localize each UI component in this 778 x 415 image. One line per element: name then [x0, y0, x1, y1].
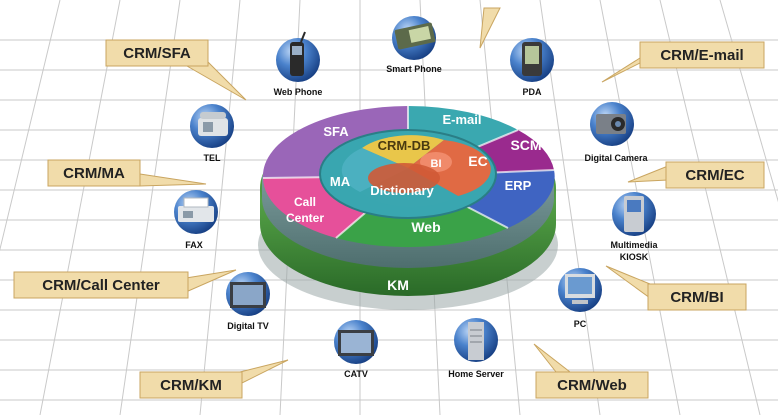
callout-crm-ec: CRM/EC: [627, 161, 765, 189]
svg-text:CRM/Call Center: CRM/Call Center: [42, 277, 160, 294]
callouts: CRM/SFA CRM/E-mail CRM/MA CRM/EC CRM/Cal…: [13, 7, 765, 399]
callout-crm-callcenter: CRM/Call Center: [13, 269, 237, 299]
tv-icon: [230, 282, 266, 308]
svg-text:CRM/EC: CRM/EC: [685, 167, 744, 184]
label-scm: SCM: [510, 137, 541, 153]
devices: Smart Phone Web Phone PDA: [174, 16, 658, 379]
callout-crm-email: CRM/E-mail: [601, 41, 765, 83]
svg-text:Digital TV: Digital TV: [227, 321, 269, 331]
label-ma: MA: [330, 174, 351, 189]
callout-crm-km: CRM/KM: [139, 359, 289, 399]
pc-icon: [565, 274, 595, 304]
label-sfa: SFA: [323, 124, 349, 139]
callout-crm-bi: CRM/BI: [605, 265, 747, 311]
svg-text:Web Phone: Web Phone: [274, 87, 323, 97]
server-icon: [468, 322, 484, 360]
label-center: Center: [286, 211, 324, 225]
svg-text:Digital Camera: Digital Camera: [584, 153, 648, 163]
device-pc: PC: [558, 268, 602, 329]
svg-text:CATV: CATV: [344, 369, 368, 379]
svg-text:CRM/Web: CRM/Web: [557, 377, 627, 394]
crm-wheel: [258, 106, 558, 310]
label-ec: EC: [468, 153, 487, 169]
svg-text:CRM/BI: CRM/BI: [670, 289, 723, 306]
device-digital-tv: Digital TV: [226, 272, 270, 331]
label-web: Web: [411, 219, 440, 235]
label-erp: ERP: [505, 178, 532, 193]
callout-crm-sfa: CRM/SFA: [105, 39, 247, 101]
svg-text:KIOSK: KIOSK: [620, 252, 649, 262]
device-smart-phone: Smart Phone: [386, 16, 442, 74]
callout-pointer-top: [479, 7, 501, 49]
svg-text:PDA: PDA: [522, 87, 542, 97]
device-catv: CATV: [334, 320, 378, 379]
svg-text:CRM/KM: CRM/KM: [160, 377, 222, 394]
label-dictionary: Dictionary: [370, 183, 434, 198]
svg-text:Multimedia: Multimedia: [610, 240, 658, 250]
svg-text:Smart Phone: Smart Phone: [386, 64, 442, 74]
label-crm-db: CRM-DB: [378, 138, 431, 153]
fax-icon: [178, 197, 214, 222]
svg-text:CRM/E-mail: CRM/E-mail: [660, 47, 743, 64]
pda-icon: [522, 42, 542, 76]
device-web-phone: Web Phone: [274, 31, 323, 97]
kiosk-icon: [624, 196, 644, 232]
wheel-labels: E-mail SCM ERP Web Call Center SFA CRM-D…: [286, 112, 542, 293]
label-call: Call: [294, 195, 316, 209]
catv-icon: [338, 330, 374, 356]
svg-text:Home Server: Home Server: [448, 369, 504, 379]
svg-text:CRM/SFA: CRM/SFA: [123, 45, 191, 62]
device-multimedia-kiosk: Multimedia KIOSK: [610, 192, 658, 262]
callout-crm-web: CRM/Web: [533, 343, 649, 399]
device-digital-camera: Digital Camera: [584, 102, 649, 163]
svg-text:FAX: FAX: [185, 240, 203, 250]
label-km: KM: [387, 277, 409, 293]
label-bi: BI: [431, 158, 442, 170]
dictionary-hub: [368, 163, 440, 193]
smart-phone-icon: [394, 22, 436, 50]
camera-icon: [596, 114, 626, 134]
device-fax: FAX: [174, 190, 218, 250]
svg-text:PC: PC: [574, 319, 587, 329]
callout-crm-ma: CRM/MA: [47, 159, 207, 187]
web-phone-icon: [290, 31, 306, 76]
device-home-server: Home Server: [448, 318, 504, 379]
device-tel: TEL: [190, 104, 234, 163]
svg-text:CRM/MA: CRM/MA: [63, 165, 125, 182]
device-pda: PDA: [510, 38, 554, 97]
segment-crm-db: [362, 135, 444, 168]
svg-text:TEL: TEL: [204, 153, 222, 163]
telephone-icon: [198, 112, 228, 136]
label-email: E-mail: [442, 112, 481, 127]
